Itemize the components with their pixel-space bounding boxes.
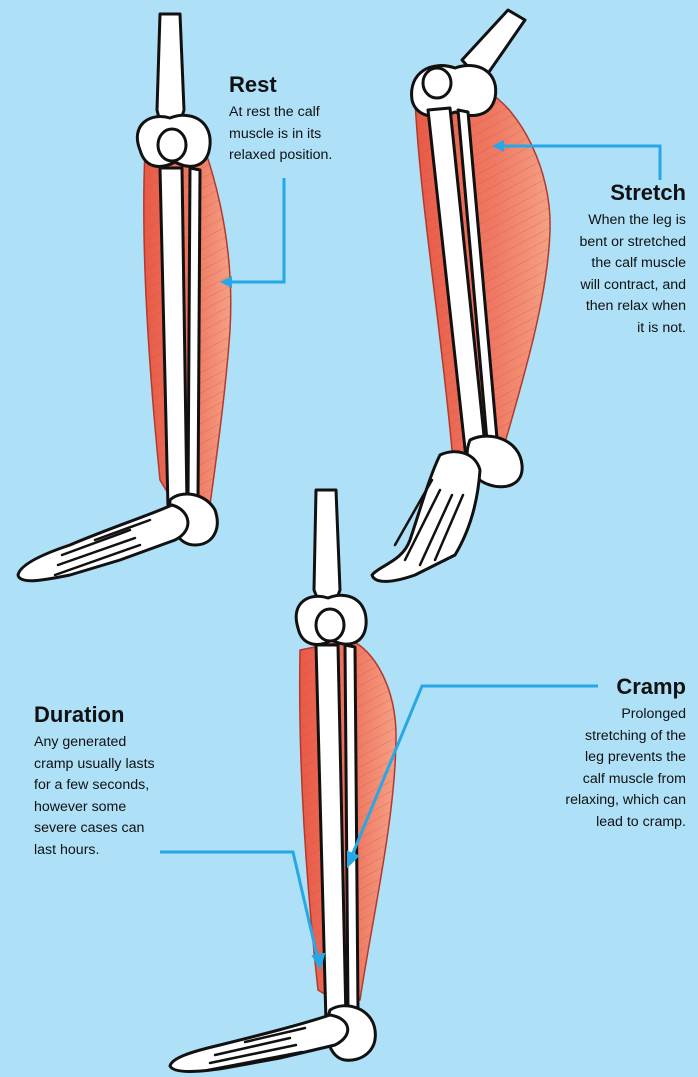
rest-kneecap: [158, 129, 186, 161]
rest-callout: Rest At rest the calf muscle is in its r…: [229, 74, 379, 167]
cramp-kneecap: [316, 609, 344, 641]
rest-title: Rest: [229, 74, 379, 96]
cramp-title: Cramp: [506, 676, 686, 698]
rest-description: At rest the calf muscle is in its relaxe…: [229, 102, 379, 167]
rest-leg: [18, 14, 231, 581]
rest-femur-bone: [157, 14, 184, 130]
stretch-callout: Stretch When the leg is bent or stretche…: [506, 182, 686, 339]
stretch-kneecap: [423, 68, 451, 98]
stretch-description: When the leg is bent or stretched the ca…: [506, 210, 686, 339]
cramp-fibula-bone: [345, 645, 358, 1010]
duration-callout: Duration Any generated cramp usually las…: [34, 704, 204, 861]
cramp-femur-bone: [314, 490, 340, 605]
rest-fibula-bone: [188, 168, 200, 500]
duration-title: Duration: [34, 704, 204, 726]
duration-description: Any generated cramp usually lasts for a …: [34, 732, 204, 861]
rest-foot-bones: [18, 505, 188, 581]
cramp-description: Prolonged stretching of the leg prevents…: [506, 704, 686, 833]
cramp-foot-bones: [170, 1015, 348, 1072]
duration-leader-line: [160, 852, 324, 968]
cramp-callout: Cramp Prolonged stretching of the leg pr…: [506, 676, 686, 833]
stretch-title: Stretch: [506, 182, 686, 204]
